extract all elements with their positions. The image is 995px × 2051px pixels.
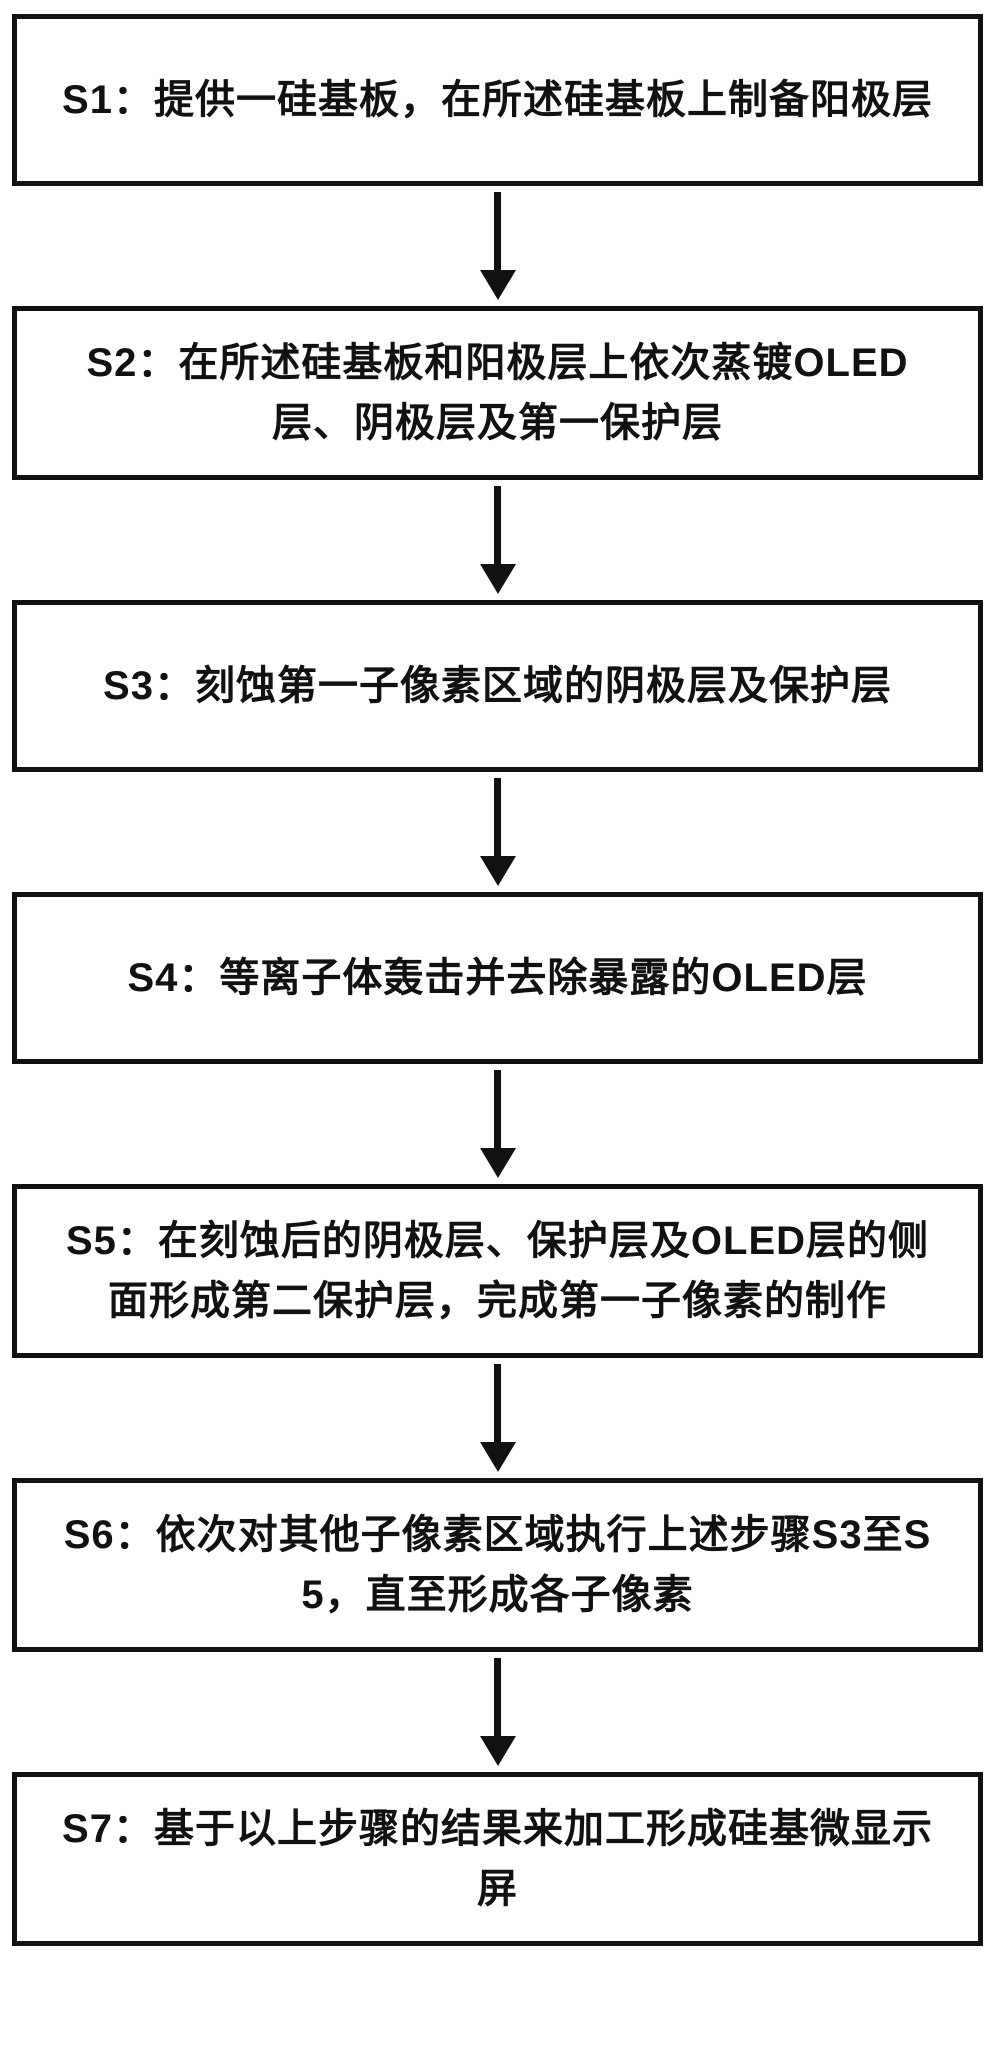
flowchart: S1：提供一硅基板，在所述硅基板上制备阳极层 S2：在所述硅基板和阳极层上依次蒸… [12,14,983,1946]
step-text-s3: S3：刻蚀第一子像素区域的阴极层及保护层 [103,664,892,708]
step-text-s4: S4：等离子体轰击并去除暴露的OLED层 [127,956,868,1000]
arrow-head-icon [479,270,516,300]
down-arrow [479,186,516,306]
arrow-head-icon [479,1148,516,1178]
step-text-s6: S6：依次对其他子像素区域执行上述步骤S3至S5，直至形成各子像素 [63,1513,932,1617]
arrow-shaft [494,192,501,270]
down-arrow [479,480,516,600]
arrow-shaft [494,486,501,564]
arrow-head-icon [479,1736,516,1766]
arrow-head-icon [479,564,516,594]
arrow-shaft [494,1070,501,1148]
step-box-s7: S7：基于以上步骤的结果来加工形成硅基微显示屏 [12,1772,983,1946]
arrow-head-icon [479,856,516,886]
step-box-s6: S6：依次对其他子像素区域执行上述步骤S3至S5，直至形成各子像素 [12,1478,983,1652]
step-box-s4: S4：等离子体轰击并去除暴露的OLED层 [12,892,983,1064]
down-arrow [479,1064,516,1184]
step-box-s2: S2：在所述硅基板和阳极层上依次蒸镀OLED层、阴极层及第一保护层 [12,306,983,480]
step-text-s7: S7：基于以上步骤的结果来加工形成硅基微显示屏 [62,1807,933,1911]
step-text-s1: S1：提供一硅基板，在所述硅基板上制备阳极层 [62,78,933,122]
step-text-s2: S2：在所述硅基板和阳极层上依次蒸镀OLED层、阴极层及第一保护层 [86,341,909,445]
arrow-head-icon [479,1442,516,1472]
arrow-shaft [494,1658,501,1736]
arrow-shaft [494,1364,501,1442]
down-arrow [479,1652,516,1772]
step-text-s5: S5：在刻蚀后的阴极层、保护层及OLED层的侧面形成第二保护层，完成第一子像素的… [65,1219,930,1323]
down-arrow [479,1358,516,1478]
step-box-s5: S5：在刻蚀后的阴极层、保护层及OLED层的侧面形成第二保护层，完成第一子像素的… [12,1184,983,1358]
step-box-s3: S3：刻蚀第一子像素区域的阴极层及保护层 [12,600,983,772]
arrow-shaft [494,778,501,856]
down-arrow [479,772,516,892]
step-box-s1: S1：提供一硅基板，在所述硅基板上制备阳极层 [12,14,983,186]
